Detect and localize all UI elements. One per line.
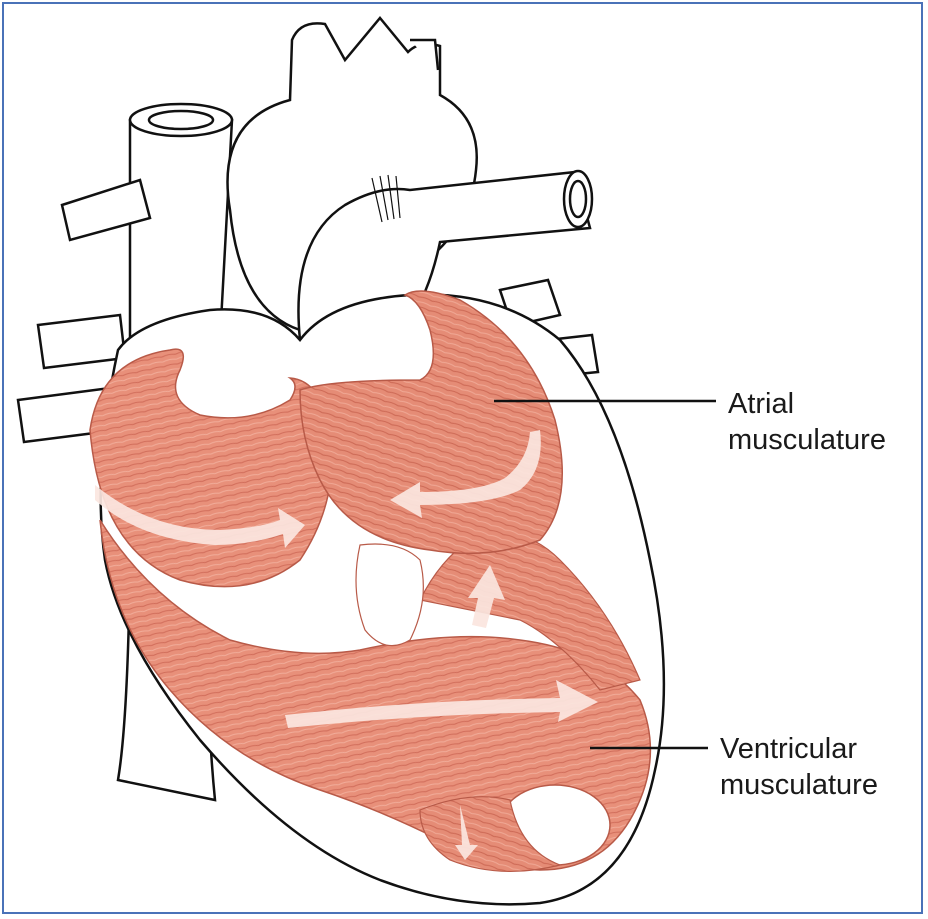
arrow-ventricle xyxy=(285,680,598,728)
ventricular-musculature xyxy=(99,519,652,873)
arrow-right-atrium xyxy=(390,430,541,518)
atrial-label-line2: musculature xyxy=(728,424,886,456)
ventricular-label-line1: Ventricular xyxy=(720,733,858,765)
arrow-apex xyxy=(455,805,478,860)
atrial-musculature-label: Atrial musculature xyxy=(728,386,886,458)
direction-arrows xyxy=(95,430,598,860)
ventricular-gap xyxy=(355,543,424,647)
atrial-label-line1: Atrial xyxy=(728,388,795,420)
arrow-left-atrium xyxy=(95,485,305,548)
pulmonary-veins-left xyxy=(16,178,152,444)
ventricular-musculature-label: Ventricular musculature xyxy=(720,731,878,803)
ventricular-label-line2: musculature xyxy=(720,769,878,801)
arrow-up xyxy=(468,565,505,628)
